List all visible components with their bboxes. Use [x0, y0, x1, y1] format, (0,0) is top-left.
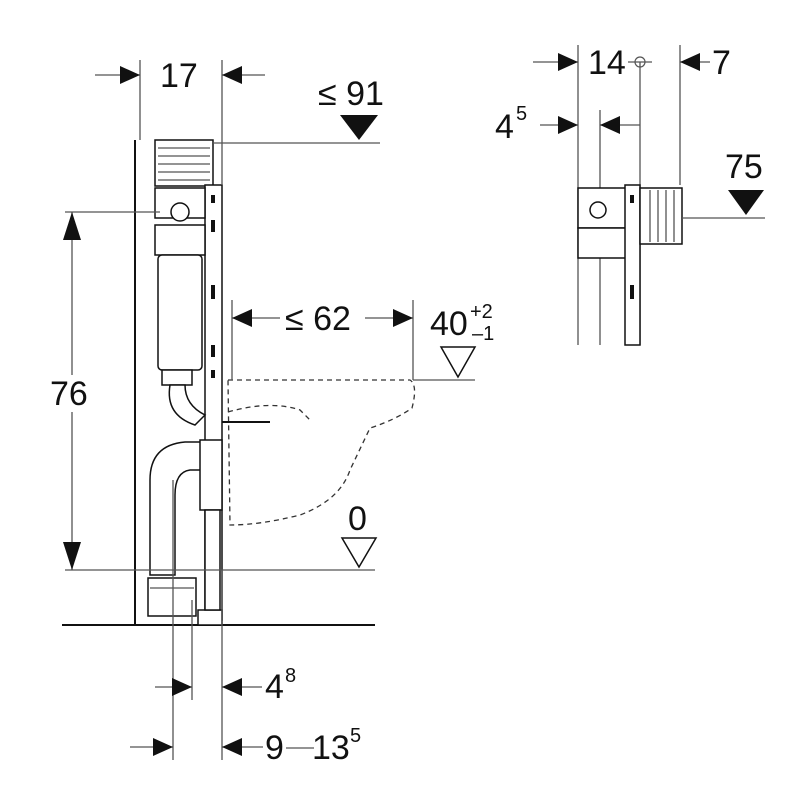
dim-bowl-height-40: 40 +2 –1 [413, 301, 494, 381]
cistern [154, 187, 207, 426]
label-4-5-sup: 5 [516, 103, 527, 125]
label-91: ≤ 91 [318, 75, 384, 113]
label-75: 75 [725, 148, 763, 186]
dim-depth-9-13: 9 13 5 [130, 725, 361, 767]
drain-pipe [147, 439, 223, 617]
wc-seat-outline [227, 404, 311, 421]
label-76: 76 [50, 375, 88, 413]
side-view: 17 ≤ 91 76 ≤ 62 [50, 57, 494, 767]
dim-pipe-offset: 4 8 [155, 480, 296, 760]
dim-height-75: 75 [682, 148, 765, 219]
cistern-top [154, 139, 214, 187]
label-4-5: 4 [495, 108, 514, 146]
dim-offset-4-5: 4 5 [495, 103, 640, 146]
label-9: 9 [265, 729, 284, 767]
wc-bowl-outline [227, 379, 416, 526]
label-7: 7 [712, 44, 731, 82]
dim-projection-62: ≤ 62 [231, 300, 414, 380]
label-40: 40 [430, 305, 468, 343]
dim-height-76: 76 [50, 211, 375, 571]
dim-width-14: 14 7 [533, 44, 731, 82]
label-tol-plus: +2 [470, 301, 493, 323]
label-13: 13 [312, 729, 350, 767]
label-13-sup: 5 [350, 725, 361, 747]
label-4-8: 4 [265, 668, 284, 706]
detail-view: 14 7 4 5 75 [495, 44, 765, 346]
dim-width-17: 17 [95, 57, 265, 185]
label-17: 17 [160, 57, 198, 95]
label-0: 0 [348, 500, 367, 538]
label-62: ≤ 62 [285, 300, 351, 338]
label-4-8-sup: 8 [285, 665, 296, 687]
label-tol-minus: –1 [472, 323, 494, 345]
dim-height-91: ≤ 91 [213, 75, 384, 144]
label-14: 14 [588, 44, 626, 82]
detail-frame [577, 184, 683, 346]
dim-floor-0: 0 [340, 500, 378, 569]
